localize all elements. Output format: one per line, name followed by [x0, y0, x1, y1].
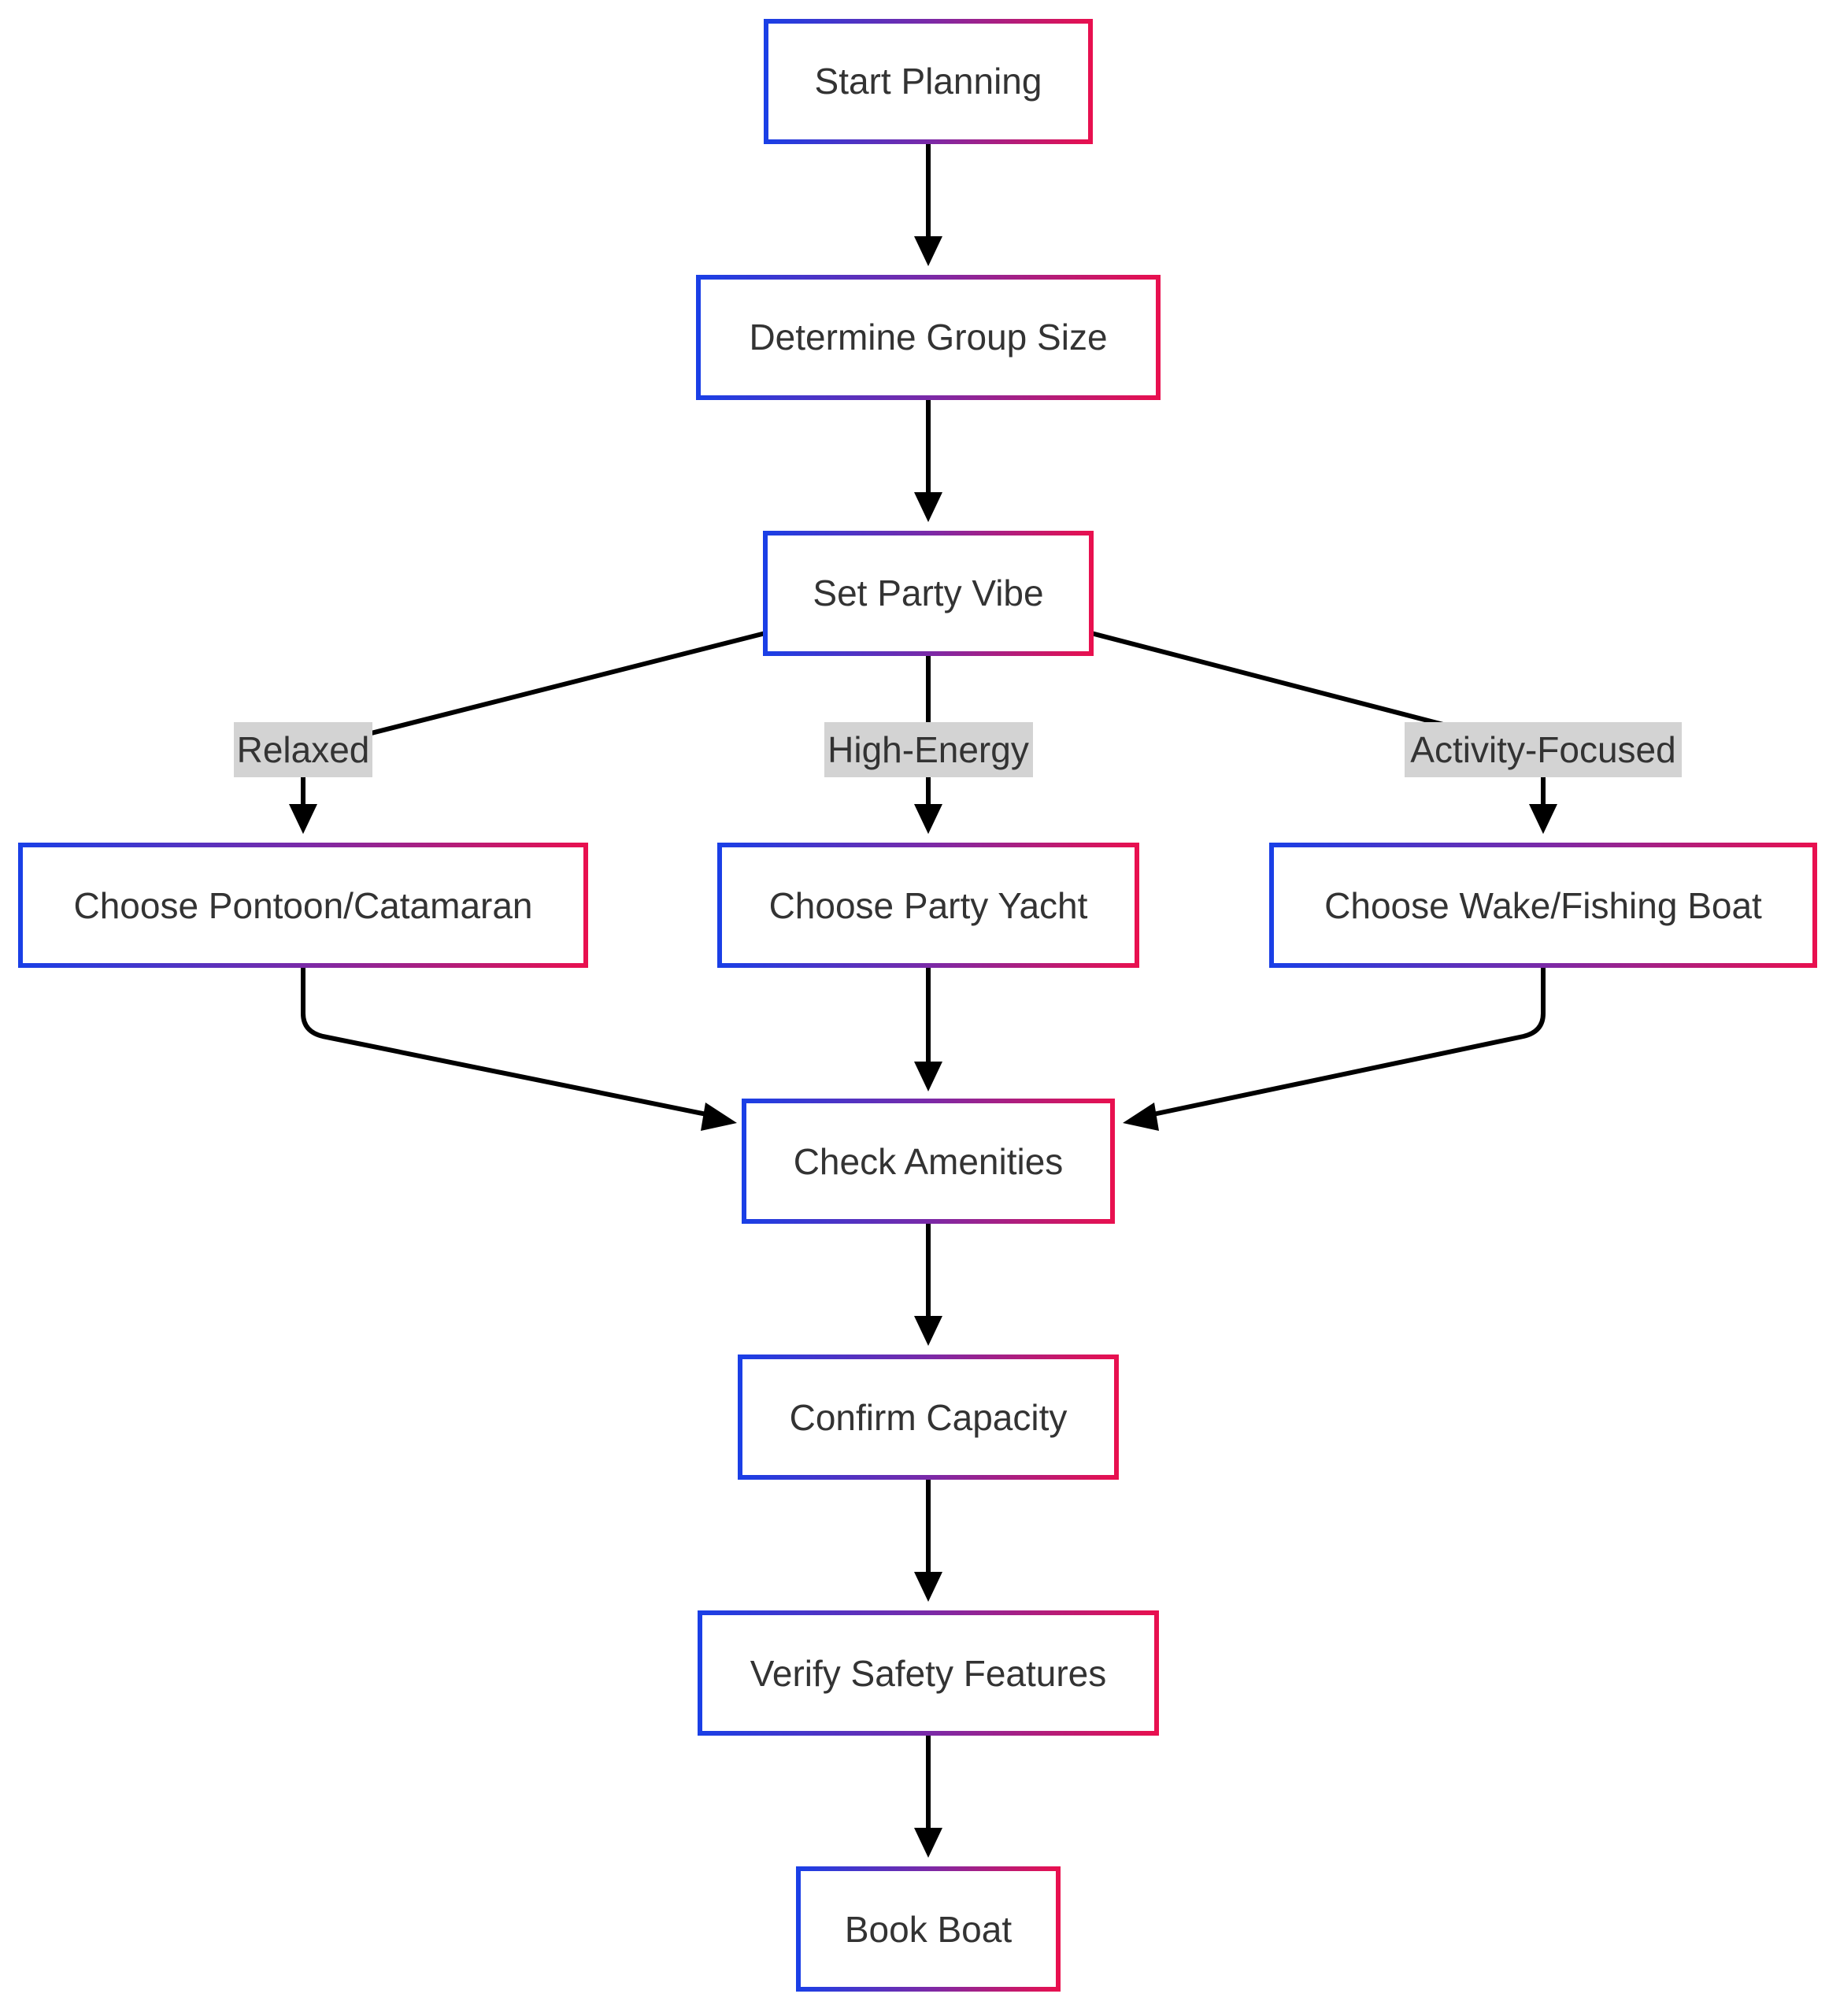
node-determine-group-size-label: Determine Group Size [749, 317, 1107, 358]
edge-amenities-to-capacity [914, 1221, 942, 1346]
node-choose-pontoon-catamaran[interactable]: Choose Pontoon/Catamaran [18, 843, 588, 968]
edges [289, 142, 1557, 1858]
edge-wake-to-amenities [1123, 965, 1546, 1131]
edge-start-to-group [914, 142, 942, 266]
node-start-planning[interactable]: Start Planning [764, 19, 1093, 144]
node-choose-pontoon-catamaran-label: Choose Pontoon/Catamaran [73, 885, 532, 926]
node-set-party-vibe[interactable]: Set Party Vibe [763, 531, 1094, 656]
node-choose-party-yacht[interactable]: Choose Party Yacht [717, 843, 1139, 968]
edge-label-high-energy-text: High-Energy [827, 729, 1029, 770]
node-set-party-vibe-label: Set Party Vibe [813, 573, 1043, 613]
edge-label-relaxed: Relaxed [234, 722, 372, 777]
edge-label-relaxed-text: Relaxed [237, 729, 370, 770]
node-confirm-capacity-label: Confirm Capacity [790, 1397, 1068, 1438]
node-check-amenities-label: Check Amenities [794, 1141, 1064, 1182]
edge-label-activity-focused: Activity-Focused [1405, 722, 1682, 777]
edge-safety-to-book [914, 1733, 942, 1858]
edge-label-activity-focused-text: Activity-Focused [1410, 729, 1675, 770]
node-choose-party-yacht-label: Choose Party Yacht [769, 885, 1088, 926]
edge-labels: Relaxed High-Energy Activity-Focused [234, 722, 1682, 777]
edge-yacht-to-amenities [914, 965, 942, 1091]
edge-pontoon-to-amenities [301, 965, 737, 1131]
node-check-amenities[interactable]: Check Amenities [742, 1099, 1115, 1224]
node-confirm-capacity[interactable]: Confirm Capacity [738, 1354, 1119, 1480]
node-book-boat[interactable]: Book Boat [796, 1866, 1061, 1992]
nodes: Start Planning Determine Group Size Set … [18, 19, 1817, 1992]
node-choose-wake-fishing-boat-label: Choose Wake/Fishing Boat [1324, 885, 1762, 926]
edge-capacity-to-safety [914, 1477, 942, 1602]
edge-label-high-energy: High-Energy [824, 722, 1033, 777]
node-determine-group-size[interactable]: Determine Group Size [696, 275, 1161, 400]
node-verify-safety-features[interactable]: Verify Safety Features [698, 1610, 1159, 1736]
edge-group-to-vibe [914, 398, 942, 522]
node-verify-safety-features-label: Verify Safety Features [750, 1653, 1107, 1694]
node-choose-wake-fishing-boat[interactable]: Choose Wake/Fishing Boat [1269, 843, 1817, 968]
node-book-boat-label: Book Boat [845, 1909, 1012, 1950]
node-start-planning-label: Start Planning [815, 61, 1042, 102]
